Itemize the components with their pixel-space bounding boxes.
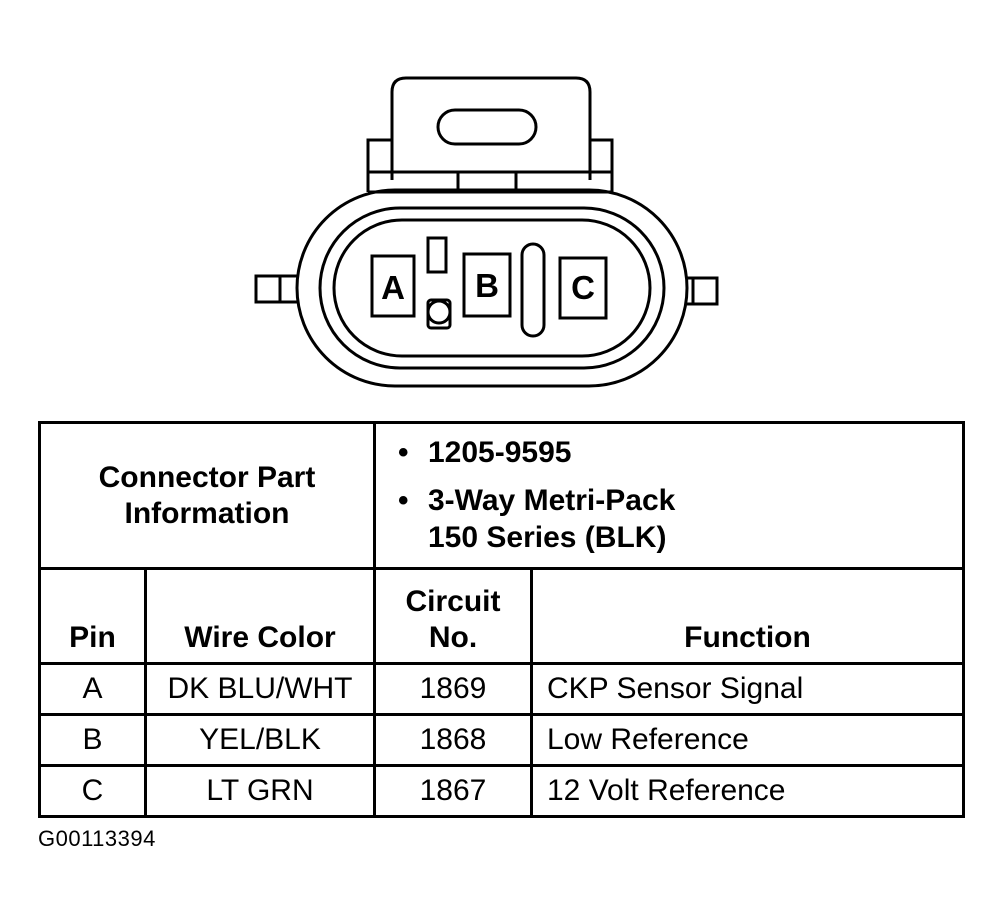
pin-cavity-b: B xyxy=(462,252,512,318)
connector-latch xyxy=(366,76,614,194)
connector-housing xyxy=(254,188,719,388)
connector-keys xyxy=(426,236,546,338)
wire-color-cell: YEL/BLK xyxy=(144,713,376,767)
pin-label-a: A xyxy=(381,269,405,306)
pin-label-c: C xyxy=(571,269,595,306)
pin-cavity-a: A xyxy=(370,254,416,318)
header-wire-color: Wire Color xyxy=(144,567,376,665)
pin-cell: C xyxy=(38,764,147,818)
connector-pinout-table: Connector Part Information 1205-9595 3-W… xyxy=(38,421,965,818)
wire-color-cell: LT GRN xyxy=(144,764,376,818)
connector-face-diagram: A B C xyxy=(254,76,719,388)
part-number: 1205-9595 xyxy=(428,436,572,469)
part-info-item: 1205-9595 xyxy=(398,434,962,471)
function-cell: 12 Volt Reference xyxy=(530,764,965,818)
header-circuit-line2: No. xyxy=(428,621,478,654)
header-row: Pin Wire Color Circuit No. Function xyxy=(38,567,965,665)
header-function: Function xyxy=(530,567,965,665)
circuit-cell: 1867 xyxy=(373,764,533,818)
part-info-label-text: Connector Part Information xyxy=(98,460,316,530)
header-pin: Pin xyxy=(38,567,147,665)
connector-type: 3-Way Metri-Pack xyxy=(428,484,676,517)
part-info-item: 3-Way Metri-Pack 150 Series (BLK) xyxy=(398,482,962,556)
figure-id: G00113394 xyxy=(38,826,156,851)
part-info-value: 1205-9595 3-Way Metri-Pack 150 Series (B… xyxy=(373,421,965,570)
wire-color-cell: DK BLU/WHT xyxy=(144,662,376,716)
part-info-row: Connector Part Information 1205-9595 3-W… xyxy=(38,421,965,570)
table-row: C LT GRN 1867 12 Volt Reference xyxy=(38,764,965,818)
circuit-cell: 1868 xyxy=(373,713,533,767)
pin-label-b: B xyxy=(475,267,499,304)
table-row: A DK BLU/WHT 1869 CKP Sensor Signal xyxy=(38,662,965,716)
header-circuit-no: Circuit No. xyxy=(373,567,533,665)
connector-series: 150 Series (BLK) xyxy=(428,521,667,554)
function-cell: CKP Sensor Signal xyxy=(530,662,965,716)
part-info-list: 1205-9595 3-Way Metri-Pack 150 Series (B… xyxy=(398,434,962,556)
pin-cell: A xyxy=(38,662,147,716)
circuit-cell: 1869 xyxy=(373,662,533,716)
header-circuit-line1: Circuit xyxy=(405,585,501,618)
function-cell: Low Reference xyxy=(530,713,965,767)
pin-cell: B xyxy=(38,713,147,767)
pin-cavity-c: C xyxy=(558,256,608,320)
part-info-label: Connector Part Information xyxy=(38,421,376,570)
table-row: B YEL/BLK 1868 Low Reference xyxy=(38,713,965,767)
